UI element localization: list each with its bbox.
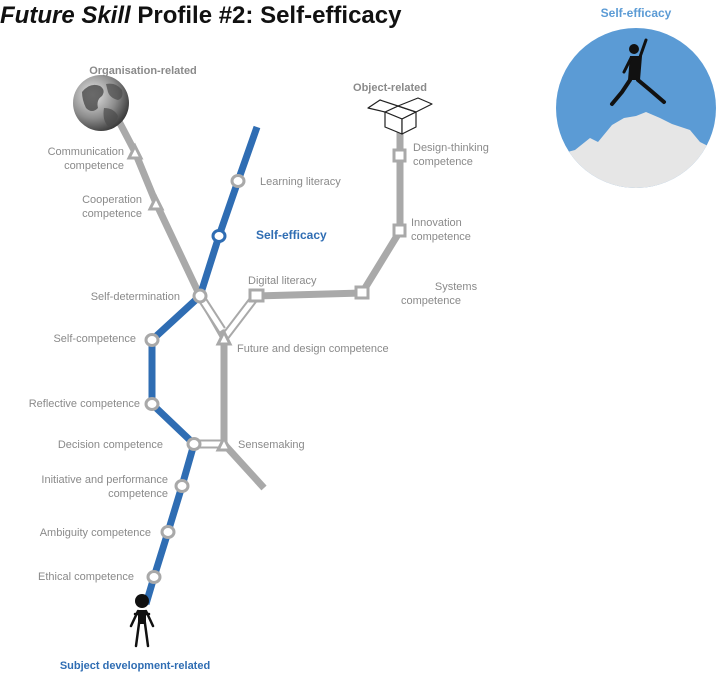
- station-systems: [354, 285, 370, 300]
- label-decision: Decision competence: [58, 439, 163, 451]
- jumping-person-icon: [610, 38, 666, 106]
- stations: [126, 142, 407, 584]
- station-self-determination: [192, 288, 208, 304]
- label-self-efficacy: Self-efficacy: [256, 228, 327, 242]
- station-design-thinking: [392, 148, 407, 163]
- page-title: Future Skill Profile #2: Self-efficacy: [0, 2, 401, 30]
- station-learning-literacy: [230, 174, 246, 188]
- badge-title: Self-efficacy: [601, 6, 672, 20]
- labels: Self-efficacy Organisation-related Objec…: [29, 6, 672, 672]
- station-communication: [126, 142, 144, 160]
- label-cooperation-2: competence: [82, 208, 142, 220]
- label-initiative-2: competence: [108, 488, 168, 500]
- station-digital-literacy: [248, 288, 265, 303]
- label-ethical: Ethical competence: [38, 571, 134, 583]
- header-subject: Subject development-related: [60, 660, 210, 672]
- globe-icon: [73, 75, 129, 131]
- station-self-efficacy: [211, 229, 227, 243]
- label-design-thinking-2: competence: [413, 156, 473, 168]
- station-ethical: [146, 570, 162, 584]
- label-innovation-2: competence: [411, 231, 471, 243]
- label-learning-literacy: Learning literacy: [260, 176, 341, 188]
- label-innovation-1: Innovation: [411, 217, 462, 229]
- label-ambiguity: Ambiguity competence: [40, 527, 151, 539]
- label-future-design: Future and design competence: [237, 343, 389, 355]
- box-icon: [367, 97, 433, 135]
- station-initiative: [174, 479, 190, 493]
- header-object: Object-related: [353, 82, 427, 94]
- label-communication-1: Communication: [48, 146, 124, 158]
- header-organisation: Organisation-related: [89, 65, 197, 77]
- label-sensemaking: Sensemaking: [238, 439, 305, 451]
- station-reflective: [144, 397, 160, 411]
- station-innovation: [392, 223, 407, 238]
- self-efficacy-badge: [556, 28, 716, 188]
- label-systems-1: Systems: [435, 281, 478, 293]
- label-reflective: Reflective competence: [29, 398, 140, 410]
- station-cooperation: [147, 193, 165, 211]
- station-ambiguity: [160, 525, 176, 539]
- label-self-determination: Self-determination: [91, 291, 180, 303]
- person-icon: [129, 594, 155, 648]
- station-self-competence: [144, 333, 160, 347]
- title-italic: Future Skill: [0, 2, 131, 29]
- label-cooperation-1: Cooperation: [82, 194, 142, 206]
- station-sensemaking: [215, 434, 233, 452]
- label-systems-2: competence: [401, 295, 461, 307]
- label-digital-literacy: Digital literacy: [248, 275, 317, 287]
- title-rest: Profile #2: Self-efficacy: [130, 2, 402, 29]
- label-self-competence: Self-competence: [53, 333, 136, 345]
- label-communication-2: competence: [64, 160, 124, 172]
- label-initiative-1: Initiative and performance: [41, 474, 168, 486]
- label-design-thinking-1: Design-thinking: [413, 142, 489, 154]
- station-decision: [186, 437, 202, 451]
- object-line: [255, 118, 404, 300]
- station-future-design: [215, 328, 233, 346]
